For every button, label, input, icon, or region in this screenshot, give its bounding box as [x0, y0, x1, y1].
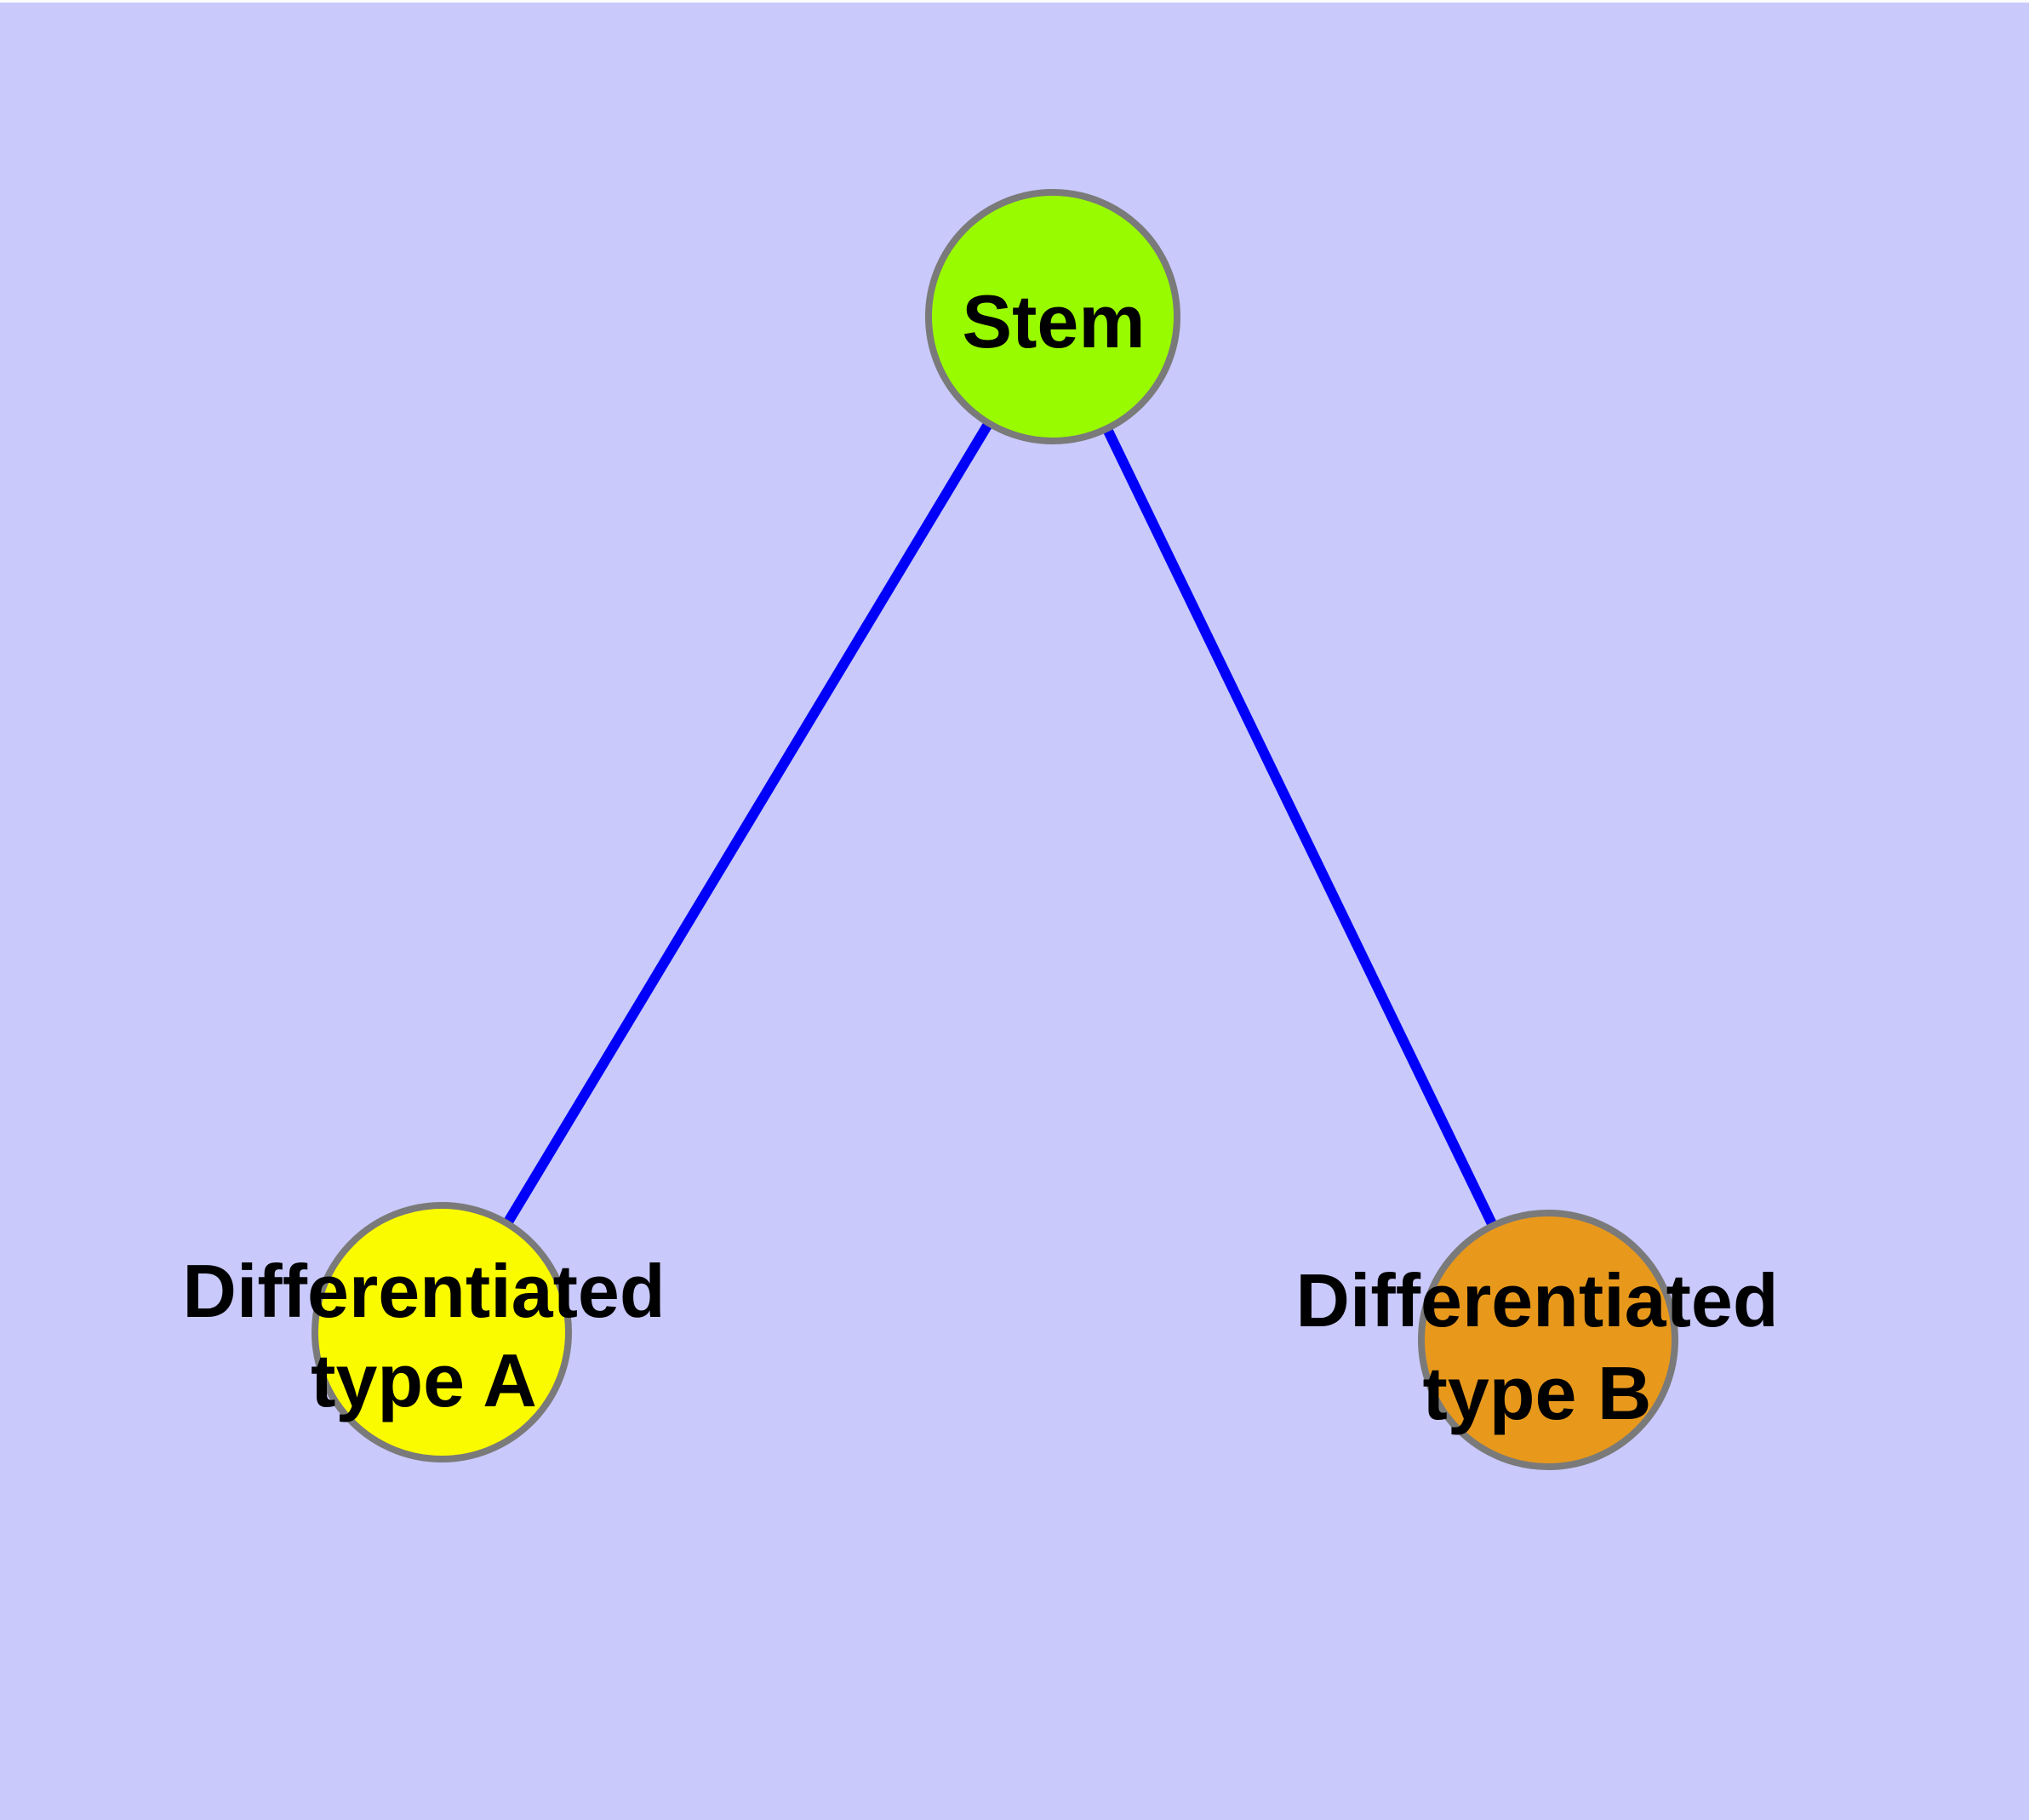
node-differentiated-type-a[interactable] — [311, 1202, 572, 1462]
window-top-edge — [0, 0, 2029, 3]
node-differentiated-type-b[interactable] — [1418, 1210, 1678, 1470]
edge-stem-to-type-a — [437, 312, 1058, 1337]
node-stem[interactable] — [925, 189, 1180, 444]
node-type-a-label-line1: Differentiated — [182, 1249, 665, 1333]
node-type-b-label-line1: Differentiated — [1295, 1258, 1778, 1342]
node-stem-label: Stem — [962, 279, 1145, 363]
node-type-b-label-line2: type B — [1423, 1351, 1652, 1435]
edge-stem-to-type-b — [1048, 312, 1553, 1345]
node-type-a-label-line2: type A — [311, 1338, 537, 1422]
